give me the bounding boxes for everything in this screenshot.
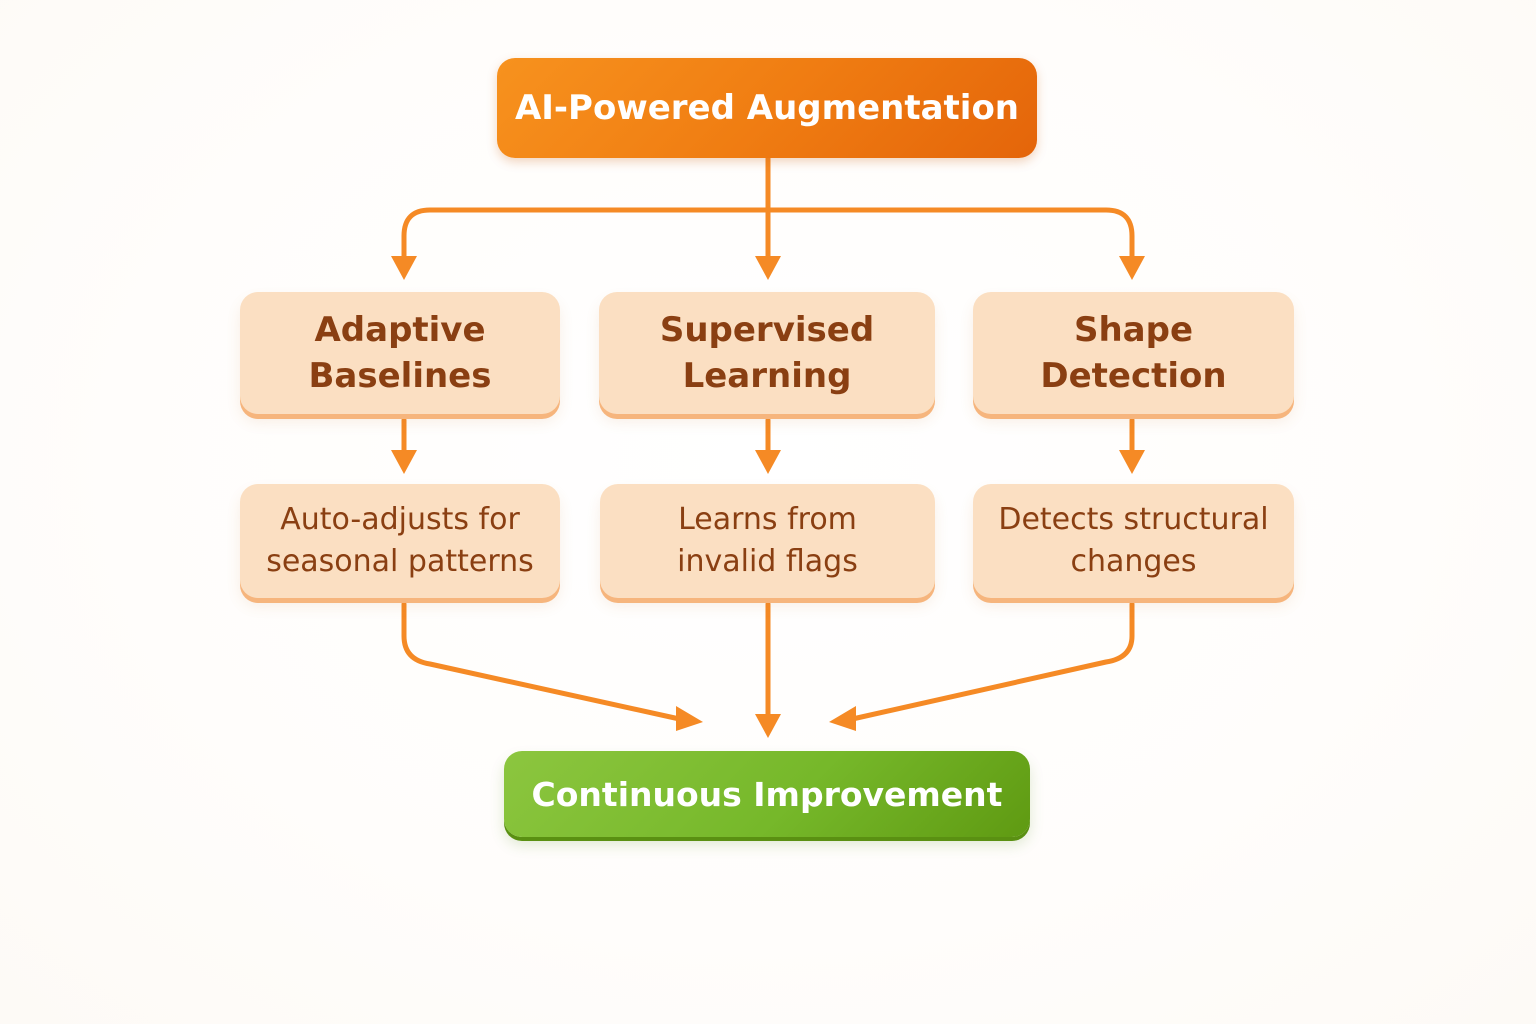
desc-shape-detection: Detects structural changes	[973, 484, 1294, 598]
node-title-line: Adaptive	[314, 310, 486, 350]
arrowhead-supervised	[755, 256, 781, 280]
arrowhead-adaptive-desc	[391, 450, 417, 474]
root-node-label: AI-Powered Augmentation	[514, 88, 1020, 128]
desc-line: invalid flags	[677, 544, 858, 579]
node-title-line: Learning	[682, 356, 852, 396]
arrow-root-to-shape	[765, 207, 1135, 265]
arrowhead-outcome-center	[755, 714, 781, 738]
arrow-root-to-adaptive	[401, 207, 771, 265]
arrowhead-shape-desc	[1119, 450, 1145, 474]
node-title-line: Shape	[1073, 310, 1194, 350]
desc-line: Auto-adjusts for	[280, 502, 520, 537]
arrow-adaptive-desc-to-outcome	[401, 601, 687, 723]
arrowhead-supervised-desc	[755, 450, 781, 474]
outcome-node-continuous-improvement: Continuous Improvement	[504, 751, 1030, 837]
arrow-shape-desc-to-outcome	[845, 601, 1135, 723]
arrowhead-shape	[1119, 256, 1145, 280]
desc-line: seasonal patterns	[266, 544, 534, 579]
node-title-line: Detection	[1040, 356, 1227, 396]
node-supervised-learning: Supervised Learning	[599, 292, 935, 414]
arrowhead-outcome-left	[676, 706, 703, 731]
desc-adaptive-baselines: Auto-adjusts for seasonal patterns	[240, 484, 560, 598]
node-adaptive-baselines: Adaptive Baselines	[240, 292, 560, 414]
desc-supervised-learning: Learns from invalid flags	[600, 484, 935, 598]
node-shape-detection: Shape Detection	[973, 292, 1294, 414]
desc-line: Detects structural	[998, 502, 1269, 537]
desc-line: changes	[1070, 544, 1197, 579]
root-node-ai-powered-augmentation: AI-Powered Augmentation	[497, 58, 1037, 158]
arrowhead-adaptive	[391, 256, 417, 280]
desc-line: Learns from	[678, 502, 857, 537]
node-title-line: Baselines	[308, 356, 492, 396]
outcome-node-label: Continuous Improvement	[531, 774, 1003, 814]
node-title-line: Supervised	[659, 310, 875, 350]
arrowhead-outcome-right	[829, 706, 856, 731]
